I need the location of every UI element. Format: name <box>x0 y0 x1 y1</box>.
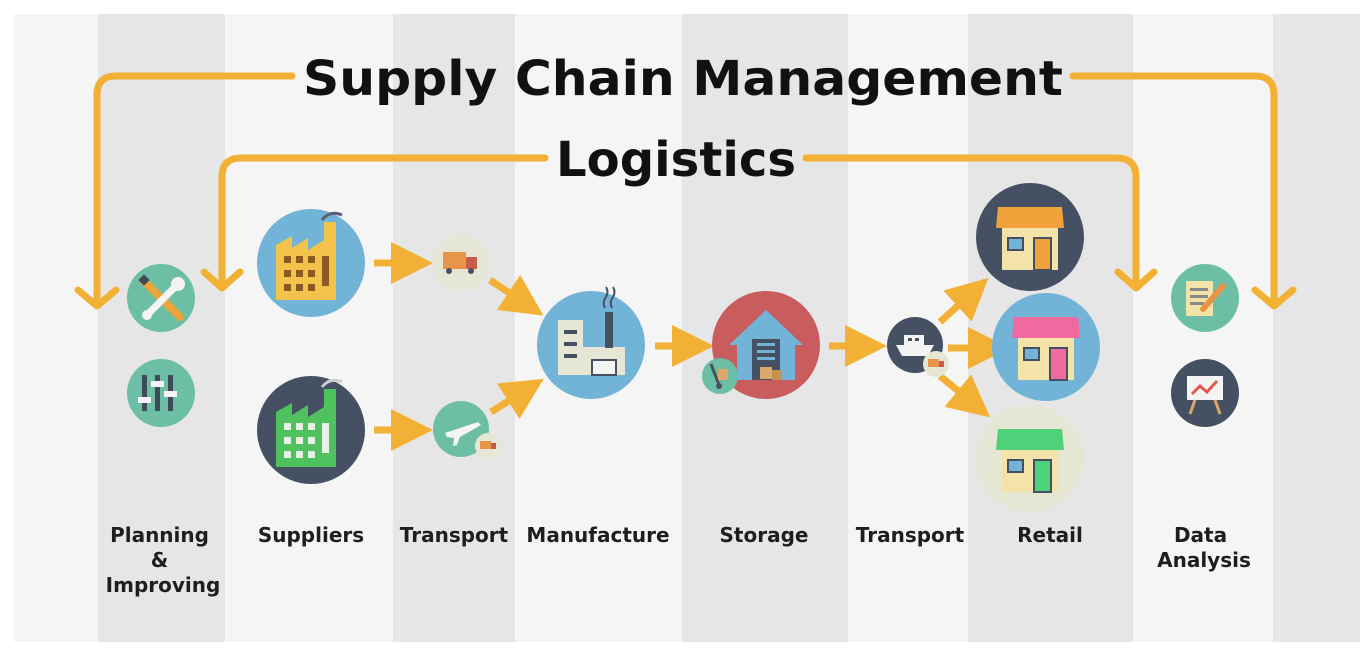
bracket-arrowhead <box>1251 286 1297 310</box>
flow-arrow <box>937 373 991 418</box>
logistics-bracket-right <box>802 154 1140 289</box>
stage-label-line: Data <box>1174 523 1227 547</box>
tools-icon <box>127 264 195 332</box>
stage-label-line: & <box>151 548 168 572</box>
stage-label-suppliers: Suppliers <box>258 523 364 547</box>
bracket-arrowhead <box>1114 268 1158 292</box>
sliders-icon <box>127 359 195 427</box>
manufacturing-plant-icon <box>537 286 645 399</box>
store-pink-icon <box>992 293 1100 401</box>
supply-chain-bracket-left <box>93 72 296 306</box>
stage-label-line: Improving <box>106 573 221 597</box>
stage-label-storage: Storage <box>720 523 809 547</box>
stage-label-line: Planning <box>110 523 209 547</box>
ship-icon <box>887 317 949 377</box>
supply-chain-bracket-right <box>1069 72 1278 306</box>
airplane-icon <box>433 401 501 459</box>
clipboard-pencil-icon <box>1171 264 1239 332</box>
flow-arrow <box>489 378 544 419</box>
bracket-lines <box>74 72 1297 310</box>
stage-label-transport: Transport <box>856 523 965 547</box>
warehouse-icon <box>712 291 820 399</box>
stage-label-retail: Retail <box>1017 523 1083 547</box>
logistics-bracket-left <box>218 154 549 289</box>
store-orange-icon <box>976 183 1084 291</box>
bracket-arrowhead <box>74 286 120 310</box>
logistics-title: Logistics <box>556 132 796 188</box>
stage-label-line: Analysis <box>1157 548 1251 572</box>
stage-label-transport: Transport <box>400 523 509 547</box>
flow-arrows <box>374 242 1010 451</box>
hand-truck-icon <box>702 358 738 394</box>
factory-green-icon <box>257 376 365 484</box>
flow-arrow <box>488 274 544 316</box>
bracket-arrowhead <box>200 268 244 292</box>
flow-arrow <box>937 277 989 325</box>
presentation-easel-icon <box>1171 359 1239 427</box>
factory-yellow-icon <box>257 209 365 317</box>
truck-icon <box>433 235 489 291</box>
stage-label-data-analysis: Data Analysis <box>1157 523 1251 572</box>
stage-label-planning: Planning & Improving <box>106 523 221 597</box>
supply-chain-title: Supply Chain Management <box>303 51 1063 107</box>
stage-label-manufacture: Manufacture <box>526 523 669 547</box>
store-green-icon <box>976 405 1084 513</box>
